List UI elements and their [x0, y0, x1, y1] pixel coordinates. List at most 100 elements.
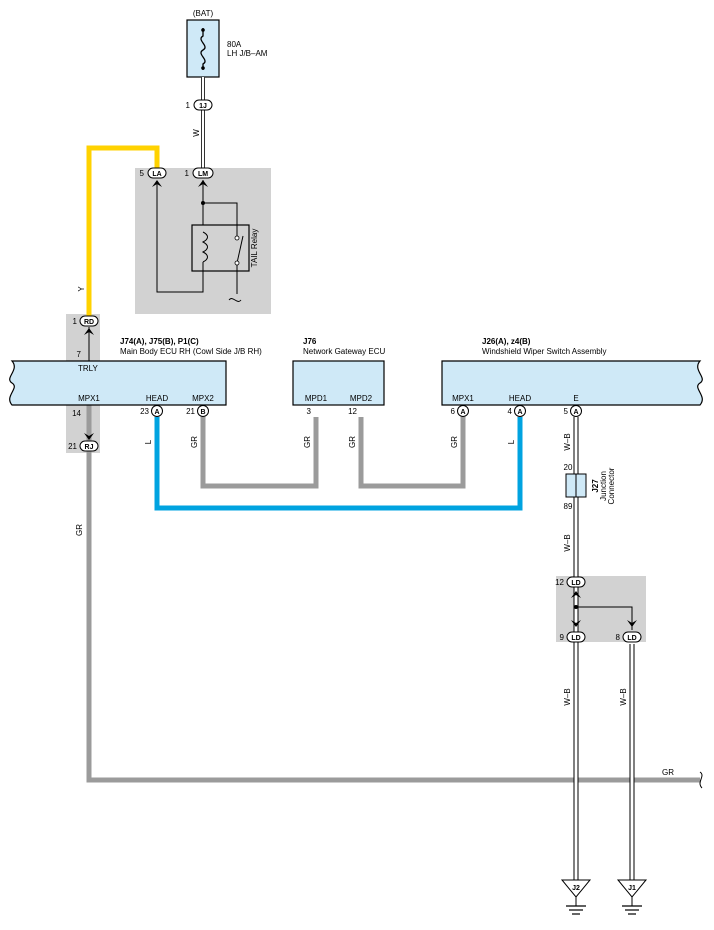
connector-ld-right: LD: [622, 631, 642, 643]
wiper-title: J26(A), z4(B): [482, 337, 531, 346]
connector-wiper-e-a: A: [570, 405, 582, 417]
wiper-name: Windshield Wiper Switch Assembly: [482, 347, 606, 356]
svg-text:RD: RD: [84, 319, 94, 326]
svg-text:1J: 1J: [199, 103, 207, 110]
wire-code-gr-mpx2: GR: [190, 436, 199, 448]
main-ecu-name: Main Body ECU RH (Cowl Side J/B RH): [120, 347, 262, 356]
wire-code-l-left: L: [144, 439, 153, 444]
junction-name2: Connector: [607, 467, 616, 504]
junction-pin-bottom: 89: [564, 502, 573, 511]
relay-coil-icon: [201, 231, 208, 263]
connector-la: LA: [147, 167, 167, 179]
relay-contact-top: [234, 235, 240, 241]
ld-right-arrow-icon: [627, 620, 637, 627]
wire-code-l-right: L: [507, 439, 516, 444]
relay-wire-break: [228, 298, 242, 302]
svg-text:RJ: RJ: [85, 444, 94, 451]
pin-mpd2: MPD2: [350, 394, 373, 403]
connector-head-a: A: [151, 405, 163, 417]
wire-code-wb-1: W–B: [563, 433, 572, 450]
pin-mpx1-wiper: MPX1: [452, 394, 474, 403]
svg-text:LD: LD: [571, 635, 580, 642]
relay-splice-dot: [201, 201, 205, 205]
connector-wiper-head-a: A: [514, 405, 526, 417]
svg-text:A: A: [517, 409, 522, 416]
pin-head-main: HEAD: [146, 394, 168, 403]
wire-bus-break: [699, 771, 703, 789]
svg-text:LD: LD: [627, 635, 636, 642]
svg-text:LD: LD: [571, 580, 580, 587]
gateway-ecu-box: [292, 360, 385, 406]
wire-yellow-y: [86, 145, 160, 316]
connector-ld-left: LD: [566, 631, 586, 643]
fuse-location: LH J/B–AM: [227, 49, 268, 58]
relay-switch-icon: [236, 235, 244, 264]
wire-code-gr-mpd2: GR: [348, 436, 357, 448]
pin-mpx2-main: MPX2: [192, 394, 214, 403]
lm-arrow-icon: [198, 180, 208, 187]
connector-lm: LM: [192, 167, 214, 179]
pin-rd-num: 1: [73, 317, 78, 326]
wire-gray-mpd2-mpx1: [358, 417, 466, 489]
svg-text:J2: J2: [572, 885, 580, 892]
pin-wiper-mpx1-num: 6: [451, 407, 456, 416]
ground-j1-icon: [622, 897, 642, 915]
pin-wiper-e-num: 5: [564, 407, 569, 416]
rj-arrow-icon: [84, 433, 94, 440]
pin-mpd2-num: 12: [348, 407, 357, 416]
svg-text:LM: LM: [198, 171, 208, 178]
pin-14-num: 14: [72, 409, 81, 418]
wire-code-wb-3: W–B: [563, 688, 572, 705]
wire-code-gr-left: GR: [75, 524, 84, 536]
svg-text:LA: LA: [152, 171, 161, 178]
gateway-title: J76: [303, 337, 317, 346]
wire-gray-bus: [86, 405, 700, 783]
relay-wire-left: [156, 182, 204, 293]
ld-splice-dot: [574, 605, 578, 609]
wire-gray-mpx2-mpd1: [200, 417, 319, 489]
connector-1j: 1J: [193, 99, 213, 111]
connector-mpx2-b: B: [197, 405, 209, 417]
gateway-name: Network Gateway ECU: [303, 347, 385, 356]
junction-id: J27: [591, 479, 600, 493]
relay-contact-bottom: [234, 260, 240, 266]
junction-name: Junction: [599, 471, 608, 501]
pin-mpx2-num: 21: [186, 407, 195, 416]
wire-code-gr-bus: GR: [662, 768, 674, 777]
svg-text:J1: J1: [628, 885, 636, 892]
pin-head-wiper: HEAD: [509, 394, 531, 403]
ground-j1: J1: [616, 879, 648, 898]
ground-j2: J2: [560, 879, 592, 898]
pin-7-num: 7: [77, 350, 82, 359]
wiper-switch-box: [441, 360, 703, 406]
ground-j2-icon: [566, 897, 586, 915]
wire-code-y: Y: [77, 286, 86, 292]
pin-mpd1: MPD1: [305, 394, 328, 403]
connector-rd: RD: [79, 315, 99, 327]
fuse-icon: [200, 28, 206, 70]
svg-text:B: B: [200, 409, 205, 416]
wire-code-wb-2: W–B: [563, 534, 572, 551]
junction-pin-top: 20: [564, 463, 573, 472]
pin-e-wiper: E: [573, 394, 578, 403]
pin-head-main-num: 23: [140, 407, 149, 416]
pin-lm-num: 1: [185, 169, 190, 178]
pin-1j-num: 1: [186, 101, 191, 110]
svg-text:A: A: [460, 409, 465, 416]
pin-mpx1-main: MPX1: [78, 394, 100, 403]
pin-wiper-head-num: 4: [508, 407, 513, 416]
wire-code-gr-wiper: GR: [450, 436, 459, 448]
main-body-ecu-box: [9, 360, 227, 406]
relay-body: [191, 224, 250, 272]
svg-text:A: A: [154, 409, 159, 416]
fuse-terminal-bottom: [201, 66, 205, 70]
connector-wiper-mpx1-a: A: [457, 405, 469, 417]
pin-ld-top-num: 12: [555, 578, 564, 587]
relay-name: TAIL Relay: [250, 229, 259, 268]
pin-mpd1-num: 3: [307, 407, 312, 416]
rd-arrow-icon: [84, 328, 94, 335]
ld-left-arrow-icon: [571, 620, 581, 627]
wire-code-gr-mpd1: GR: [303, 436, 312, 448]
connector-ld-top: LD: [566, 576, 586, 588]
